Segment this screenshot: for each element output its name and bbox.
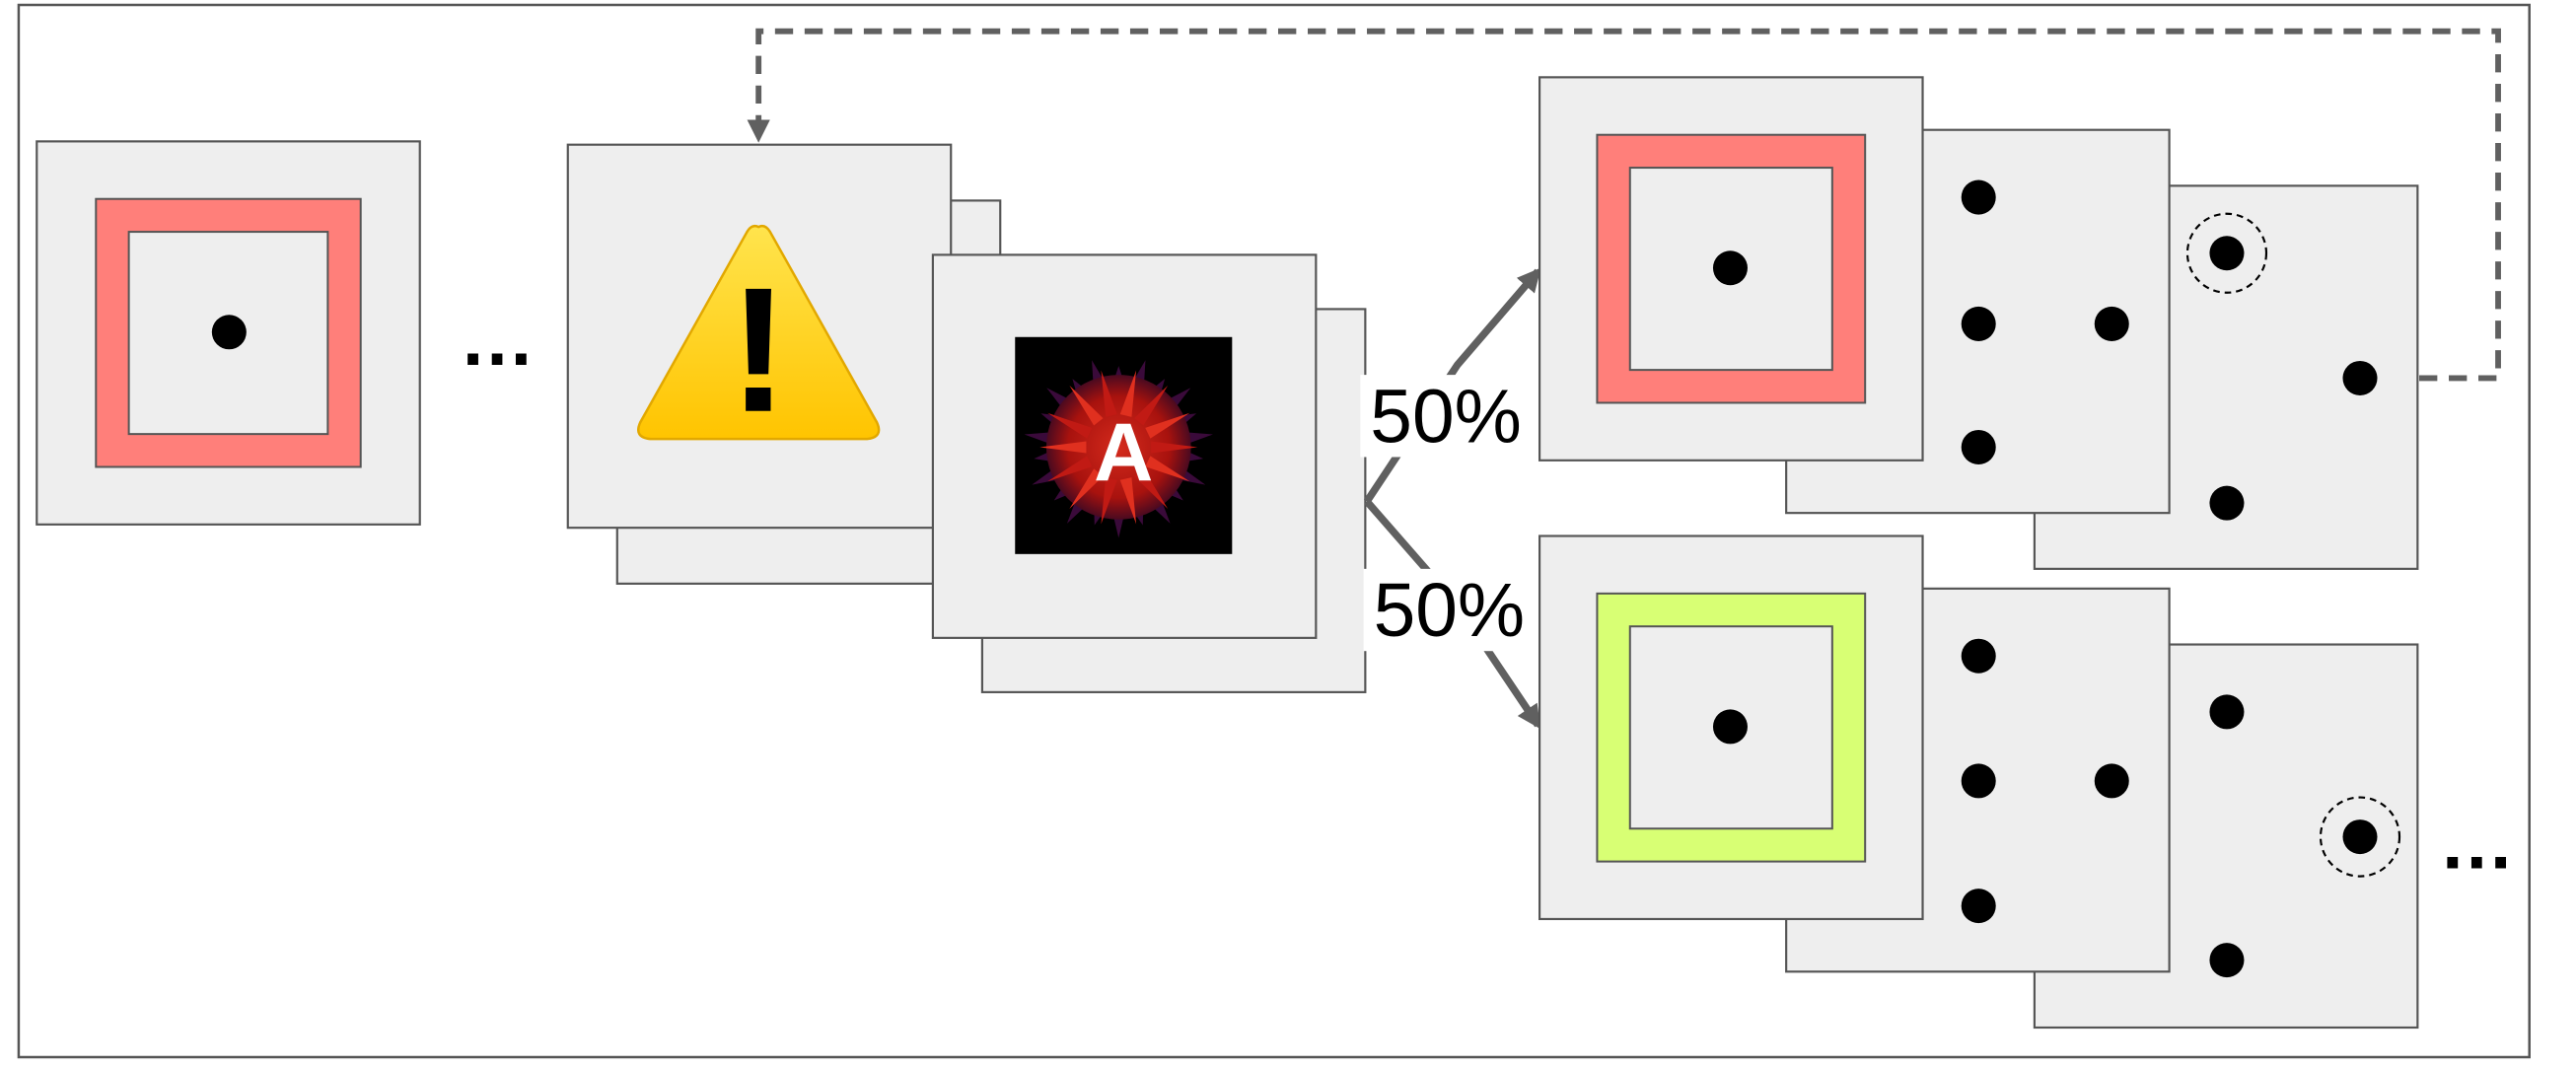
dot	[1961, 763, 1996, 799]
burst-shard	[1119, 370, 1137, 417]
dot	[2094, 763, 2129, 799]
stimulus-burst	[1024, 360, 1213, 538]
feedback-loop-arrow	[747, 28, 2501, 382]
dot	[1961, 429, 1996, 464]
target-dot	[2209, 236, 2245, 271]
dot	[1961, 638, 1996, 674]
target-highlight-ring	[2319, 796, 2401, 878]
ellipsis-left: …	[460, 298, 536, 382]
red-frame	[96, 198, 361, 467]
burst-shard	[1069, 385, 1104, 426]
fixation-panel-start	[36, 140, 421, 526]
burst-shard	[1101, 477, 1117, 525]
dot	[2094, 306, 2129, 341]
burst-shard	[1047, 412, 1093, 439]
fixation-dot	[1712, 709, 1748, 745]
burst-shard	[1039, 441, 1087, 454]
stimulus-stack: A	[931, 253, 1367, 693]
branch-top	[1538, 76, 2419, 570]
dot	[2209, 943, 2245, 978]
probability-label-top: 50%	[1370, 375, 1522, 459]
green-frame	[1597, 593, 1866, 862]
dot	[1961, 306, 1996, 341]
burst-shard	[1145, 456, 1190, 482]
burst-shard	[1069, 468, 1104, 510]
burst-shard	[1134, 468, 1169, 510]
warning-glyph: !	[729, 251, 788, 450]
dot	[2209, 694, 2245, 730]
red-frame	[1597, 134, 1866, 403]
stimulus-letter: A	[1094, 406, 1153, 498]
dot	[1961, 889, 1996, 924]
burst-shard	[1101, 370, 1117, 417]
branch-bottom	[1538, 534, 2419, 1030]
dot	[2209, 485, 2245, 521]
burst-core	[1045, 375, 1191, 520]
target-highlight-ring	[2185, 212, 2268, 294]
label-bg-bottom	[1363, 568, 1536, 652]
burst-shard	[1134, 385, 1169, 426]
label-bg-top	[1360, 375, 1532, 458]
fixation-dot	[1712, 250, 1748, 286]
dot	[1961, 179, 1996, 215]
target-dot	[2342, 819, 2378, 855]
probability-label-bottom: 50%	[1374, 569, 1526, 653]
ellipsis-right: …	[2439, 801, 2515, 885]
burst-shard	[1119, 477, 1137, 525]
burst-shard	[1145, 412, 1190, 439]
fixation-dot	[211, 315, 247, 350]
stimulus-image: A	[1015, 336, 1233, 554]
burst-shard	[1047, 456, 1093, 482]
burst-shard	[1151, 441, 1198, 454]
dot	[2342, 360, 2378, 395]
warning-icon: !	[637, 224, 881, 450]
